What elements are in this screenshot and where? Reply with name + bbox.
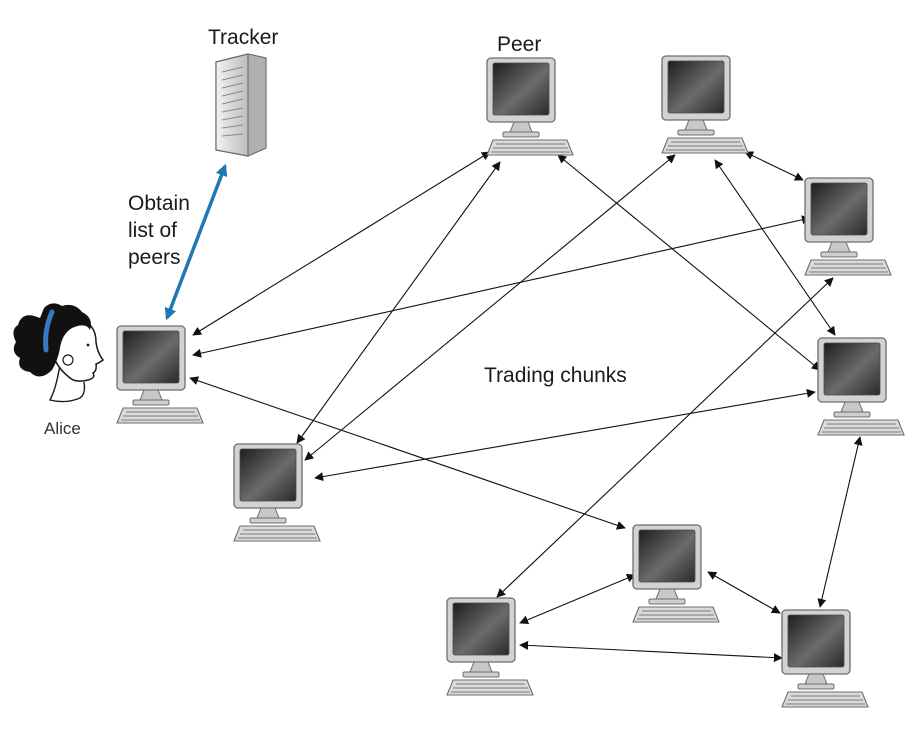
link-midright-bottomright	[817, 436, 863, 608]
peer-computer-icon-bottom	[632, 524, 720, 623]
link-alice-peer	[192, 151, 491, 336]
alice-computer-icon	[116, 325, 204, 424]
tracker-server-icon	[215, 53, 267, 157]
peer-computer-icon-midright	[817, 337, 905, 436]
link-bottomleft-bottomright	[519, 640, 783, 663]
peer-links	[189, 151, 863, 663]
link-topright-left	[304, 154, 676, 461]
alice-icon	[13, 303, 105, 403]
peer-computer-icon-topright	[661, 55, 749, 154]
alice-label: Alice	[44, 419, 81, 438]
peer-computer-icon-right	[804, 177, 892, 276]
peer-computer-icon-bottomright	[781, 609, 869, 708]
link-bottomleft-bottom	[519, 573, 636, 625]
tracker-label: Tracker	[208, 26, 279, 49]
link-right-bottomleft	[496, 277, 834, 598]
link-topright-right	[744, 151, 804, 181]
link-peer-left	[296, 161, 501, 444]
link-peer-midright	[557, 154, 821, 371]
trading-chunks-label: Trading chunks	[484, 364, 627, 387]
peer-label: Peer	[497, 33, 542, 56]
peer-computer-icon	[486, 57, 574, 156]
peer-computer-icon-bottomleft	[446, 597, 534, 696]
link-midright-left	[314, 388, 816, 482]
link-bottom-bottomright	[707, 571, 781, 614]
obtain-list-label: Obtain list of peers	[128, 192, 190, 269]
